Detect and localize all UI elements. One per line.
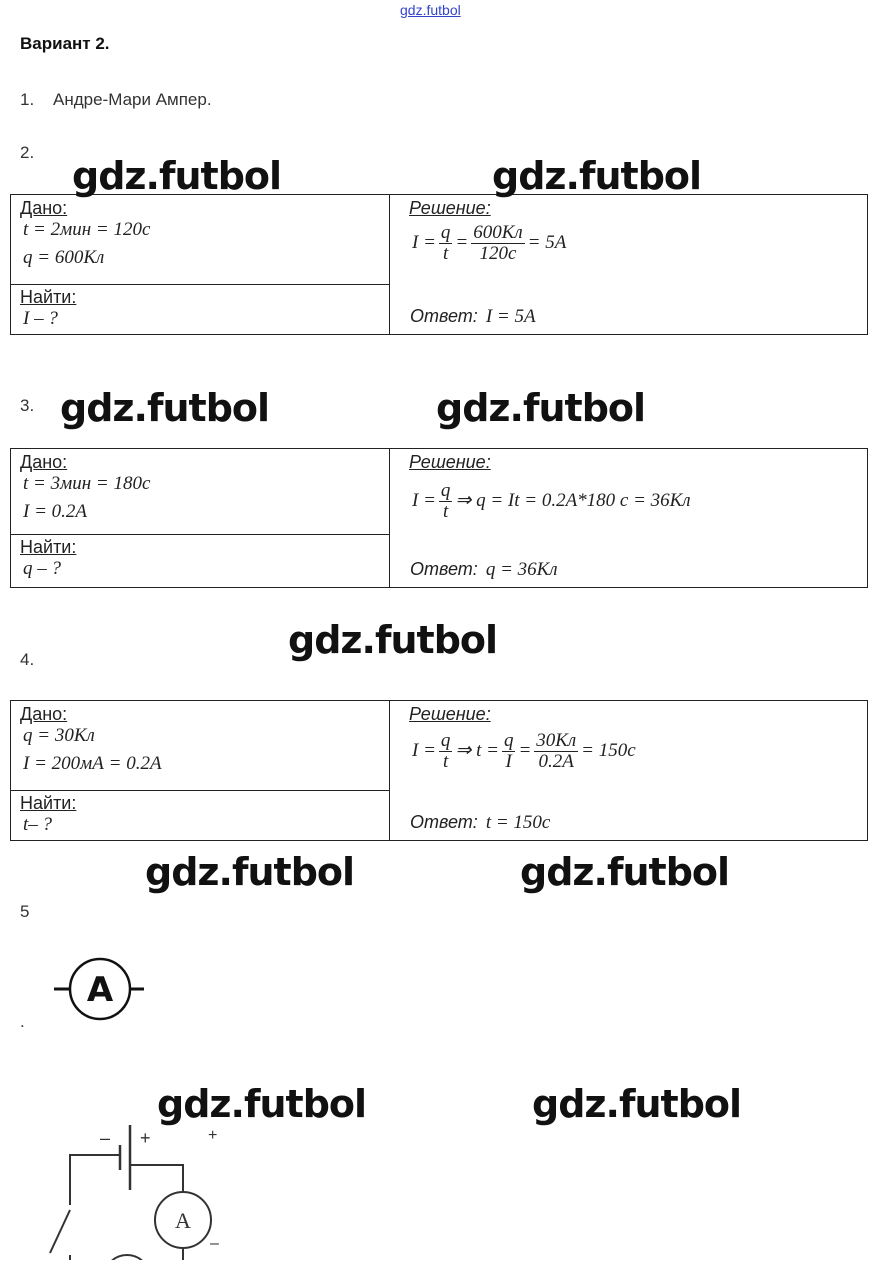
given-line: q = 30Кл [23,725,95,746]
q1-answer: Андре-Мари Ампер. [53,90,212,109]
solution-label: Решение: [409,198,491,218]
formula-part: I = [412,739,436,761]
given-line: I = 200мА = 0.2A [23,753,162,774]
fraction-den: 0.2A [538,751,574,772]
find-label: Найти: [20,537,77,557]
ammeter-symbol: A [54,957,144,1021]
answer-label: Ответ: [410,559,478,579]
watermark: gdz.futbol [288,618,498,662]
q3-number: 3. [20,396,35,415]
fraction-num: 30Кл [534,730,579,752]
ammeter-letter: A [87,970,114,1010]
given-line: t = 3мин = 180с [23,473,151,494]
formula-part: ⇒ t = [455,739,499,761]
watermark: gdz.futbol [157,1082,367,1126]
fraction-num: q [438,480,453,502]
answer-value: t = 150с [485,812,551,833]
fraction-den: t [443,243,449,264]
q2-table: Дано: t = 2мин = 120с q = 600Кл Найти: I… [10,194,868,335]
q2-number: 2. [20,143,35,162]
answer-label: Ответ: [410,812,478,832]
formula-part: I = [412,231,436,253]
q4-table: Дано: q = 30Кл I = 200мА = 0.2A Найти: t… [10,700,868,841]
battery-minus: – [100,1128,110,1148]
watermark: gdz.futbol [492,154,702,198]
answer: Ответ: I = 5A [410,306,536,328]
battery-plus: + [140,1128,151,1148]
q5-dot: . [20,1012,25,1031]
fraction-num: q [501,730,516,752]
q3-table: Дано: t = 3мин = 180с I = 0.2A Найти: q … [10,448,868,588]
answer: Ответ: q = 36Кл [410,559,558,581]
find-value: t– ? [23,814,53,835]
formula-part: = [518,739,532,761]
fraction-den: t [443,501,449,522]
formula-part: ⇒ q = It = 0.2A*180 с = 36Кл [455,489,691,511]
given-line: I = 0.2A [23,501,88,522]
fraction-num: q [438,222,453,244]
given-label: Дано: [20,198,68,218]
site-link[interactable]: gdz.futbol [400,2,461,18]
given-label: Дано: [20,452,68,472]
watermark: gdz.futbol [532,1082,742,1126]
q5-number: 5 [20,902,30,921]
formula-part: = 150с [581,739,636,761]
solution-label: Решение: [409,704,491,724]
given-line: q = 600Кл [23,247,105,268]
fraction-den: 120с [479,243,517,264]
given-label: Дано: [20,704,68,724]
ammeter-minus: – [210,1235,219,1252]
circuit-diagram: – + + + – A [49,1125,219,1260]
q4-number: 4. [20,650,35,669]
answer-value: I = 5A [485,306,536,327]
watermark: gdz.futbol [436,386,646,430]
fraction-num: q [438,730,453,752]
answer: Ответ: t = 150с [410,812,550,834]
find-label: Найти: [20,287,77,307]
q1-number: 1. [20,90,35,109]
given-line: t = 2мин = 120с [23,219,151,240]
ammeter-plus: + [208,1127,217,1144]
watermark: gdz.futbol [145,850,355,894]
watermark: gdz.futbol [520,850,730,894]
page-title: Вариант 2. [20,34,110,53]
ammeter-letter: A [175,1208,191,1233]
formula-part: = 5А [527,231,567,253]
fraction-num: 600Кл [471,222,525,244]
find-value: q – ? [23,558,61,579]
find-value: I – ? [23,308,58,329]
answer-value: q = 36Кл [485,559,558,580]
formula-part: = [455,231,469,253]
watermark: gdz.futbol [60,386,270,430]
solution-label: Решение: [409,452,491,472]
watermark: gdz.futbol [72,154,282,198]
answer-label: Ответ: [410,306,478,326]
find-label: Найти: [20,793,77,813]
formula-part: I = [412,489,436,511]
fraction-den: I [505,751,512,772]
fraction-den: t [443,751,449,772]
